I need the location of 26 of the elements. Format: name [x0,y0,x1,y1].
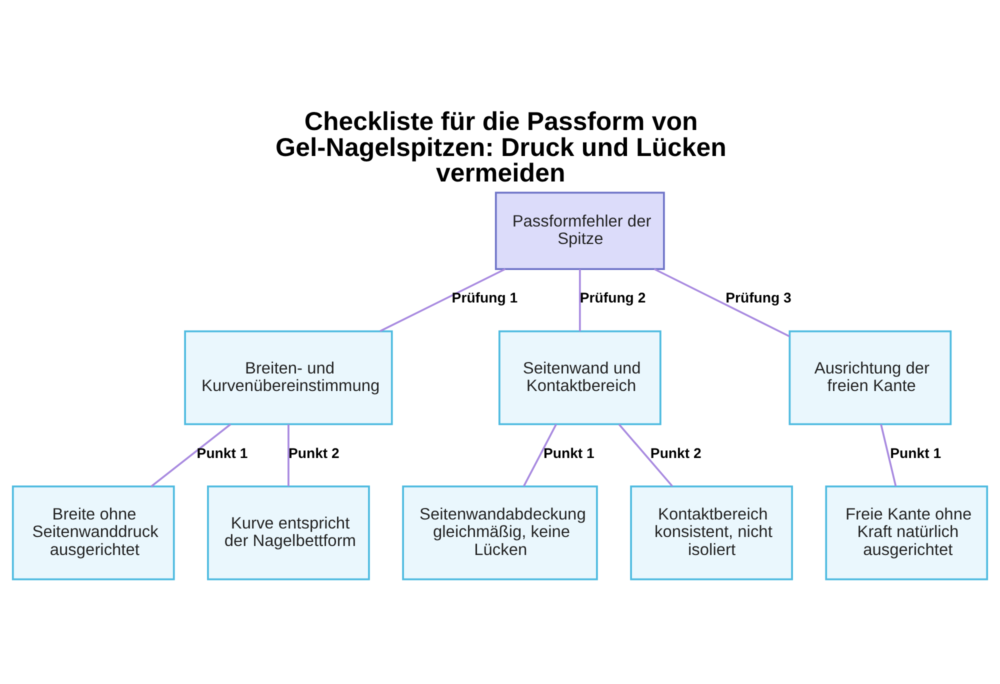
node-box: Seitenwandabdeckung gleichmäßig, keine Lücken [402,485,598,580]
connector [578,268,581,331]
edge-label: Prüfung 2 [580,289,646,306]
edge-label: Prüfung 1 [452,289,518,306]
connector [522,423,557,486]
node-box: Passformfehler der Spitze [494,191,665,270]
edge-label: Punkt 1 [890,444,942,460]
connector [288,424,290,486]
edge-label: Punkt 2 [650,444,702,460]
edge-label: Prüfung 3 [726,289,792,306]
connector [380,268,506,332]
node-box: Breiten- und Kurvenübereinstimmung [184,330,393,425]
edge-label: Punkt 1 [196,444,248,460]
diagram-title: Checkliste für die Passform von Gel-Nagelspitzen: Druck und Lücken vermeiden [276,107,726,188]
node-box: Seitenwand und Kontaktbereich [498,330,662,425]
edge-label: Punkt 2 [288,444,340,460]
node-box: Kontaktbereich konsistent, nicht isoliert [630,485,793,580]
connector [150,423,232,487]
node-box: Ausrichtung der freien Kante [788,330,952,425]
edge-label: Punkt 1 [543,444,594,460]
node-box: Breite ohne Seitenwanddruck ausgerichtet [12,485,175,580]
connector [618,423,674,486]
connector [654,268,790,337]
connector [880,424,897,486]
node-box: Kurve entspricht der Nagelbettform [207,485,370,580]
node-box: Freie Kante ohne Kraft natürlich ausgerichtet [825,485,988,580]
